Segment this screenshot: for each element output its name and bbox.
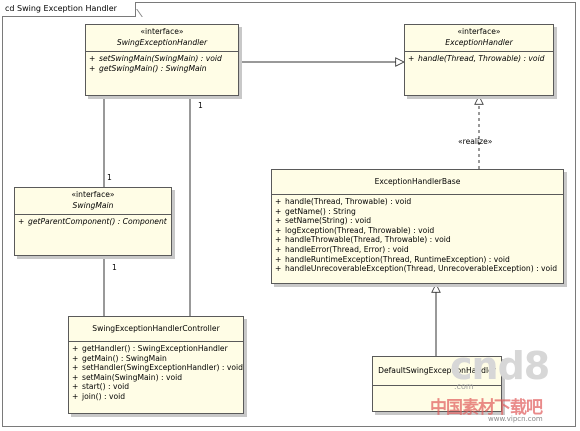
watermark-domain: .com <box>454 382 474 391</box>
operations-list: +setSwingMain(SwingMain) : void +getSwin… <box>86 52 238 75</box>
class-header: «interface» ExceptionHandler <box>405 25 553 52</box>
watermark-chinese: 中国素材下载吧 <box>430 398 543 418</box>
operation: +logException(Thread, Throwable) : void <box>275 225 435 235</box>
operation: +getHandler() : SwingExceptionHandler <box>72 344 228 353</box>
operation: +handleError(Thread, Error) : void <box>275 244 409 254</box>
multiplicity-label: 1 <box>198 101 203 110</box>
operation: +getParentComponent() : Component <box>18 217 167 226</box>
class-header: «interface» SwingExceptionHandler <box>86 25 238 52</box>
class-swing-exception-handler[interactable]: «interface» SwingExceptionHandler +setSw… <box>85 24 239 96</box>
operations-list: +getHandler() : SwingExceptionHandler +g… <box>69 342 243 404</box>
class-name: SwingExceptionHandler <box>116 38 208 47</box>
operations-list: +handle(Thread, Throwable) : void <box>405 52 553 66</box>
operation: +handleUnrecoverableException(Thread, Un… <box>275 264 558 274</box>
class-header: «interface» SwingMain <box>15 188 171 215</box>
diagram-frame-label: cd Swing Exception Handler <box>2 2 136 17</box>
realize-label: «realize» <box>458 137 493 146</box>
watermark-url: www.vipcn.com <box>488 415 543 423</box>
operation: +start() : void <box>72 382 130 392</box>
operation: +handle(Thread, Throwable) : void <box>275 197 412 206</box>
operation: +setName(String) : void <box>275 216 372 226</box>
stereotype-label: «interface» <box>457 27 501 36</box>
class-name: ExceptionHandlerBase <box>374 177 461 186</box>
stereotype-label: «interface» <box>71 190 115 199</box>
operations-list: +handle(Thread, Throwable) : void +getNa… <box>272 195 563 276</box>
operation: +handleRuntimeException(Thread, RuntimeE… <box>275 254 510 264</box>
watermark-brand: cnd8 <box>450 344 550 388</box>
class-name: ExceptionHandler <box>445 38 513 47</box>
operations-list: +getParentComponent() : Component <box>15 215 171 229</box>
operation: +handle(Thread, Throwable) : void <box>408 54 545 63</box>
class-swing-exception-handler-controller[interactable]: SwingExceptionHandlerController +getHand… <box>68 316 244 414</box>
class-exception-handler-base[interactable]: ExceptionHandlerBase +handle(Thread, Thr… <box>271 169 564 284</box>
stereotype-label: «interface» <box>140 27 184 36</box>
operation: +getSwingMain() : SwingMain <box>89 63 207 73</box>
class-exception-handler[interactable]: «interface» ExceptionHandler +handle(Thr… <box>404 24 554 96</box>
class-header: DefaultSwingExceptionHandler <box>373 357 501 386</box>
operation: +join() : void <box>72 391 126 401</box>
operation: +handleThrowable(Thread, Throwable) : vo… <box>275 235 451 245</box>
operation: +setMain(SwingMain) : void <box>72 372 183 382</box>
class-name: SwingExceptionHandlerController <box>92 324 220 333</box>
class-header: SwingExceptionHandlerController <box>69 317 243 342</box>
multiplicity-label: 1 <box>107 173 112 182</box>
multiplicity-label: 1 <box>112 263 117 272</box>
operation: +getName() : String <box>275 206 356 216</box>
class-name: SwingMain <box>72 201 114 210</box>
watermark: cnd8 .com 中国素材下载吧 www.vipcn.com <box>430 344 576 428</box>
class-header: ExceptionHandlerBase <box>272 170 563 195</box>
operation: +setHandler(SwingExceptionHandler) : voi… <box>72 363 243 373</box>
operation: +getMain() : SwingMain <box>72 353 167 363</box>
class-swing-main[interactable]: «interface» SwingMain +getParentComponen… <box>14 187 172 256</box>
class-name: DefaultSwingExceptionHandler <box>378 366 496 375</box>
class-default-swing-exception-handler[interactable]: DefaultSwingExceptionHandler <box>372 356 502 412</box>
operation: +setSwingMain(SwingMain) : void <box>89 54 222 63</box>
